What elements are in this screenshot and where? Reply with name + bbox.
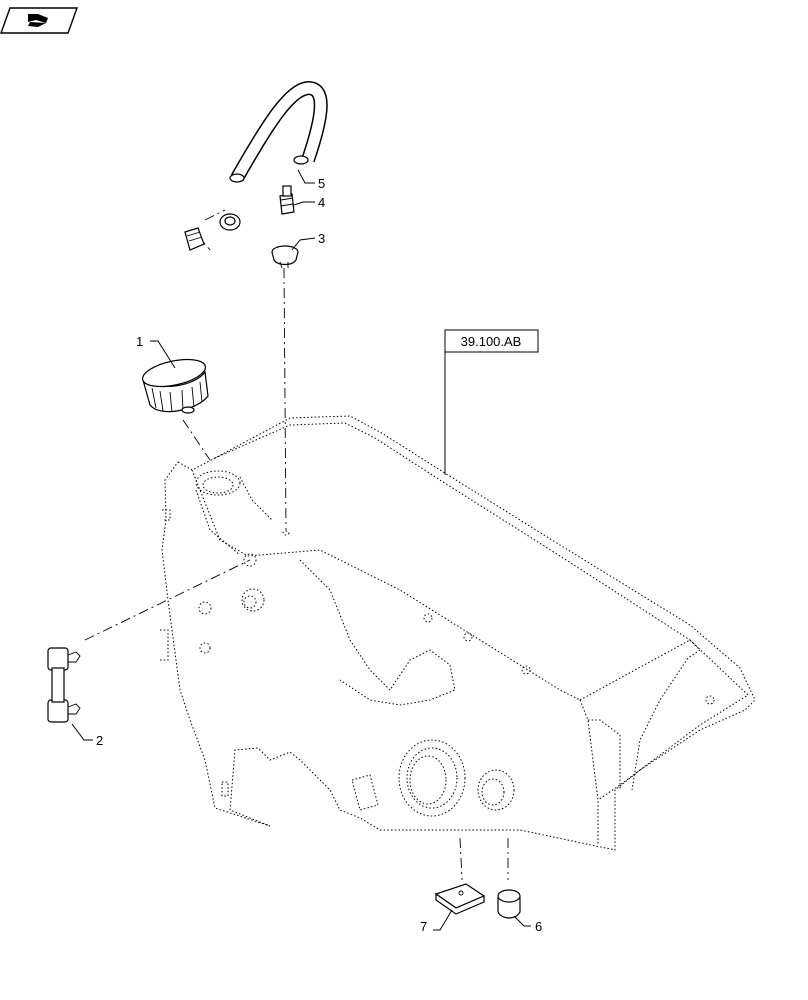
elbow-fitting[interactable] [279,185,295,215]
breather-base[interactable] [271,245,299,269]
reference-label: 39.100.AB [461,334,522,349]
filler-cap[interactable] [140,355,209,414]
callout-4: 4 [318,195,325,210]
callout-5: 5 [318,176,325,191]
breather-hose[interactable] [229,80,328,183]
rubber-pad[interactable] [434,883,486,915]
port-plug[interactable] [497,889,521,919]
callout-7: 7 [420,919,427,934]
reference-box[interactable]: 39.100.AB [444,329,539,353]
assembly-axes [84,209,509,881]
alternate-fitting [184,213,241,251]
callout-1: 1 [136,334,143,349]
callout-numbers: 1 2 3 4 5 6 7 [96,176,542,934]
hydraulic-tank [160,415,756,851]
cross-reference-icon[interactable] [0,7,78,34]
callout-3: 3 [318,231,325,246]
callout-6: 6 [535,919,542,934]
leader-lines [71,169,531,931]
callout-2: 2 [96,733,103,748]
sight-gauge[interactable] [47,647,81,723]
